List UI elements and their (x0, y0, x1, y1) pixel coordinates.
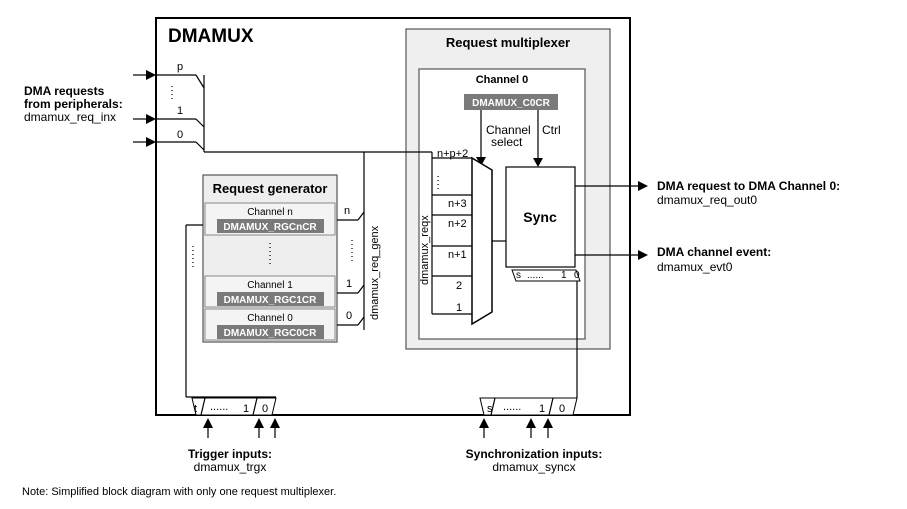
rg-channel-1-register (217, 292, 324, 306)
rg-out-1: 1 (346, 278, 352, 290)
sync-port-dots: ...... (527, 270, 544, 281)
rg-channel-n-register (217, 219, 324, 233)
sync-input-port (479, 397, 578, 416)
dma-requests-title-2: from peripherals: (24, 97, 123, 111)
sync-port-s: s (516, 270, 521, 281)
trigger-port-dots: ...... (210, 401, 228, 413)
dmamux-c0cr-label: DMAMUX_C0CR (472, 98, 551, 109)
sync-label: Sync (523, 209, 557, 225)
rg-channel-n-label: Channel n (247, 207, 293, 218)
rg-out-0: 0 (346, 310, 352, 322)
req-out-arrow (638, 181, 648, 191)
dmamux-reqx-label: dmamux_reqx (419, 215, 431, 285)
mux-input-n-3: n+3 (448, 198, 467, 210)
trigger-port-0: 0 (262, 403, 268, 415)
dma-request-out-title: DMA request to DMA Channel 0: (657, 179, 840, 193)
rg-channel-0-register (217, 325, 324, 339)
rg-channel-n-register-label: DMAMUX_RGCnCR (223, 222, 317, 233)
input-label-0: 0 (177, 129, 183, 141)
channel-select-label-2: select (491, 135, 523, 149)
dma-channel-event-signal: dmamux_evt0 (657, 260, 733, 274)
sync-box (505, 166, 576, 268)
sync-inputs-signal: dmamux_syncx (492, 460, 575, 474)
sync-inputs-title: Synchronization inputs: (466, 447, 603, 461)
rg-out-n: n (344, 205, 350, 217)
note: Note: Simplified block diagram with only… (22, 486, 336, 498)
trigger-port (191, 397, 277, 416)
sync-port-1: 1 (561, 270, 567, 281)
input-label-1: 1 (177, 105, 183, 117)
mux-input-n-1: n+1 (448, 249, 467, 261)
trigger-port-1: 1 (243, 403, 249, 415)
sync-input-port-s: s (487, 403, 493, 415)
trigger-port-t: t (194, 403, 197, 415)
rg-channel-1-register-label: DMAMUX_RGC1CR (224, 295, 318, 306)
trigger-inputs-signal: dmamux_trgx (194, 460, 267, 474)
request-multiplexer-title: Request multiplexer (446, 35, 570, 50)
ctrl-label: Ctrl (542, 123, 561, 137)
dma-requests-title-1: DMA requests (24, 84, 105, 98)
sync-port (511, 269, 581, 282)
sync-input-port-dots: ...... (503, 401, 521, 413)
dmamux-title: DMAMUX (168, 26, 254, 47)
mux-input-n-p-2: n+p+2 (437, 148, 468, 160)
mux-input-1: 1 (456, 302, 462, 314)
dma-channel-event-title: DMA channel event: (657, 245, 771, 259)
rg-channel-0-register-label: DMAMUX_RGC0CR (224, 328, 318, 339)
channel-select-arrow (476, 157, 486, 166)
sync-input-port-0: 0 (559, 403, 565, 415)
trigger-inputs-title: Trigger inputs: (188, 447, 272, 461)
dmamux-c0cr-register (464, 94, 558, 110)
sync-port-0: 0 (574, 270, 580, 281)
dmamux-req-genx-label: dmamux_req_genx (369, 225, 381, 320)
dma-requests-signal: dmamux_req_inx (24, 110, 116, 124)
sync-input-port-1: 1 (539, 403, 545, 415)
dma-request-out-signal: dmamux_req_out0 (657, 193, 757, 207)
rg-channel-1-label: Channel 1 (247, 280, 293, 291)
rg-channel-0-label: Channel 0 (247, 313, 293, 324)
ctrl-arrow (533, 158, 543, 167)
input-label-p: p (177, 61, 183, 73)
request-generator-title: Request generator (213, 181, 328, 196)
channel-select-label-1: Channel (486, 123, 531, 137)
evt-out-arrow (638, 250, 648, 260)
request-mux (471, 156, 493, 326)
channel-0-title: Channel 0 (476, 74, 529, 86)
mux-input-2: 2 (456, 280, 462, 292)
mux-input-n-2: n+2 (448, 218, 467, 230)
